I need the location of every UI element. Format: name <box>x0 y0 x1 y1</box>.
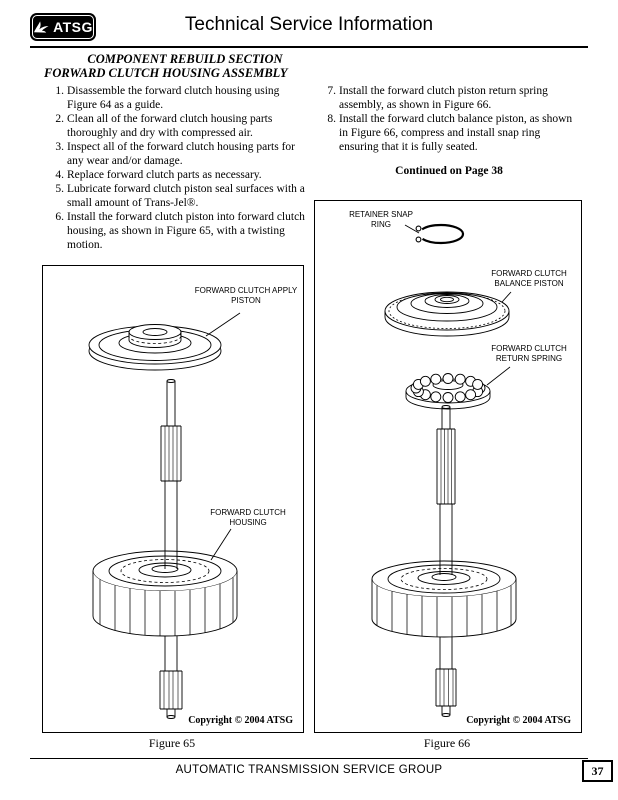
clutch-housing-drum-drawing <box>371 560 517 638</box>
step-number: 2. <box>55 113 64 126</box>
step-text: Lubricate forward clutch piston seal sur… <box>67 183 305 210</box>
section-subheading: FORWARD CLUTCH HOUSING ASSEMBLY <box>44 66 288 80</box>
step-6: 6. Install the forward clutch piston int… <box>48 210 308 252</box>
copyright-fig66: Copyright © 2004 ATSG <box>466 715 571 726</box>
snap-ring-drawing <box>415 223 465 245</box>
copyright-fig65: Copyright © 2004 ATSG <box>188 715 293 726</box>
step-number: 3. <box>55 141 64 154</box>
label-apply-piston: FORWARD CLUTCH APPLY PISTON <box>194 286 298 306</box>
step-text: Inspect all of the forward clutch housin… <box>67 141 296 168</box>
leader-lines <box>205 312 241 561</box>
step-number: 8. <box>327 113 336 126</box>
clutch-shaft-upper-drawing <box>436 405 456 505</box>
atsg-logo-text: ATSG <box>53 19 93 35</box>
clutch-shaft-upper-drawing <box>160 379 182 482</box>
step-text: Install the forward clutch balance pisto… <box>339 113 573 154</box>
step-text: Disassemble the forward clutch housing u… <box>67 85 280 112</box>
continued-note: Continued on Page 38 <box>395 165 503 177</box>
section-heading: COMPONENT REBUILD SECTION <box>87 52 283 66</box>
figure-65-caption: Figure 65 <box>148 736 196 750</box>
figure-66-box: RETAINER SNAP RING FORWARD CLUTCH BALANC… <box>314 200 582 733</box>
label-retainer-snap-ring: RETAINER SNAP RING <box>349 210 413 230</box>
steps-column-right: 7. Install the forward clutch piston ret… <box>320 84 578 154</box>
step-number: 1. <box>55 85 64 97</box>
step-4: 4. Replace forward clutch parts as neces… <box>48 168 308 182</box>
label-balance-piston: FORWARD CLUTCH BALANCE PISTON <box>491 269 567 289</box>
step-number: 7. <box>327 85 336 97</box>
label-housing: FORWARD CLUTCH HOUSING <box>210 508 286 528</box>
leader-lines <box>404 224 512 386</box>
page-title: Technical Service Information <box>184 14 434 35</box>
step-number: 6. <box>55 211 64 224</box>
page-number: 37 <box>582 760 613 782</box>
header-divider <box>30 46 588 48</box>
step-text: Install the forward clutch piston into f… <box>67 211 305 252</box>
clutch-shaft-lower-drawing <box>159 481 183 719</box>
atsg-eagle-icon <box>34 20 49 33</box>
figure-66-caption: Figure 66 <box>423 736 471 750</box>
step-3: 3. Inspect all of the forward clutch hou… <box>48 140 308 168</box>
apply-piston-drawing <box>88 324 222 371</box>
step-7: 7. Install the forward clutch piston ret… <box>320 84 578 112</box>
step-text: Replace forward clutch parts as necessar… <box>67 169 262 182</box>
return-spring-drawing <box>405 373 491 410</box>
footer-divider <box>30 758 588 759</box>
clutch-shaft-lower-drawing <box>435 504 457 717</box>
balance-piston-drawing <box>384 291 510 337</box>
step-text: Install the forward clutch piston return… <box>339 85 548 112</box>
label-return-spring: FORWARD CLUTCH RETURN SPRING <box>491 344 567 364</box>
clutch-housing-drum-drawing <box>92 550 238 637</box>
footer-text: AUTOMATIC TRANSMISSION SERVICE GROUP <box>175 764 443 776</box>
atsg-logo: ATSG <box>30 13 96 41</box>
steps-column-left: 1. Disassemble the forward clutch housin… <box>48 84 308 252</box>
figure-65-box: FORWARD CLUTCH APPLY PISTON FORWARD CLUT… <box>42 265 304 733</box>
step-8: 8. Install the forward clutch balance pi… <box>320 112 578 154</box>
step-2: 2. Clean all of the forward clutch housi… <box>48 112 308 140</box>
figure-65-diagram <box>88 312 241 719</box>
step-text: Clean all of the forward clutch housing … <box>67 113 273 140</box>
step-number: 4. <box>55 169 64 182</box>
step-5: 5. Lubricate forward clutch piston seal … <box>48 182 308 210</box>
figure-66-diagram <box>371 223 517 717</box>
step-number: 5. <box>55 183 64 196</box>
step-1: 1. Disassemble the forward clutch housin… <box>48 84 308 112</box>
